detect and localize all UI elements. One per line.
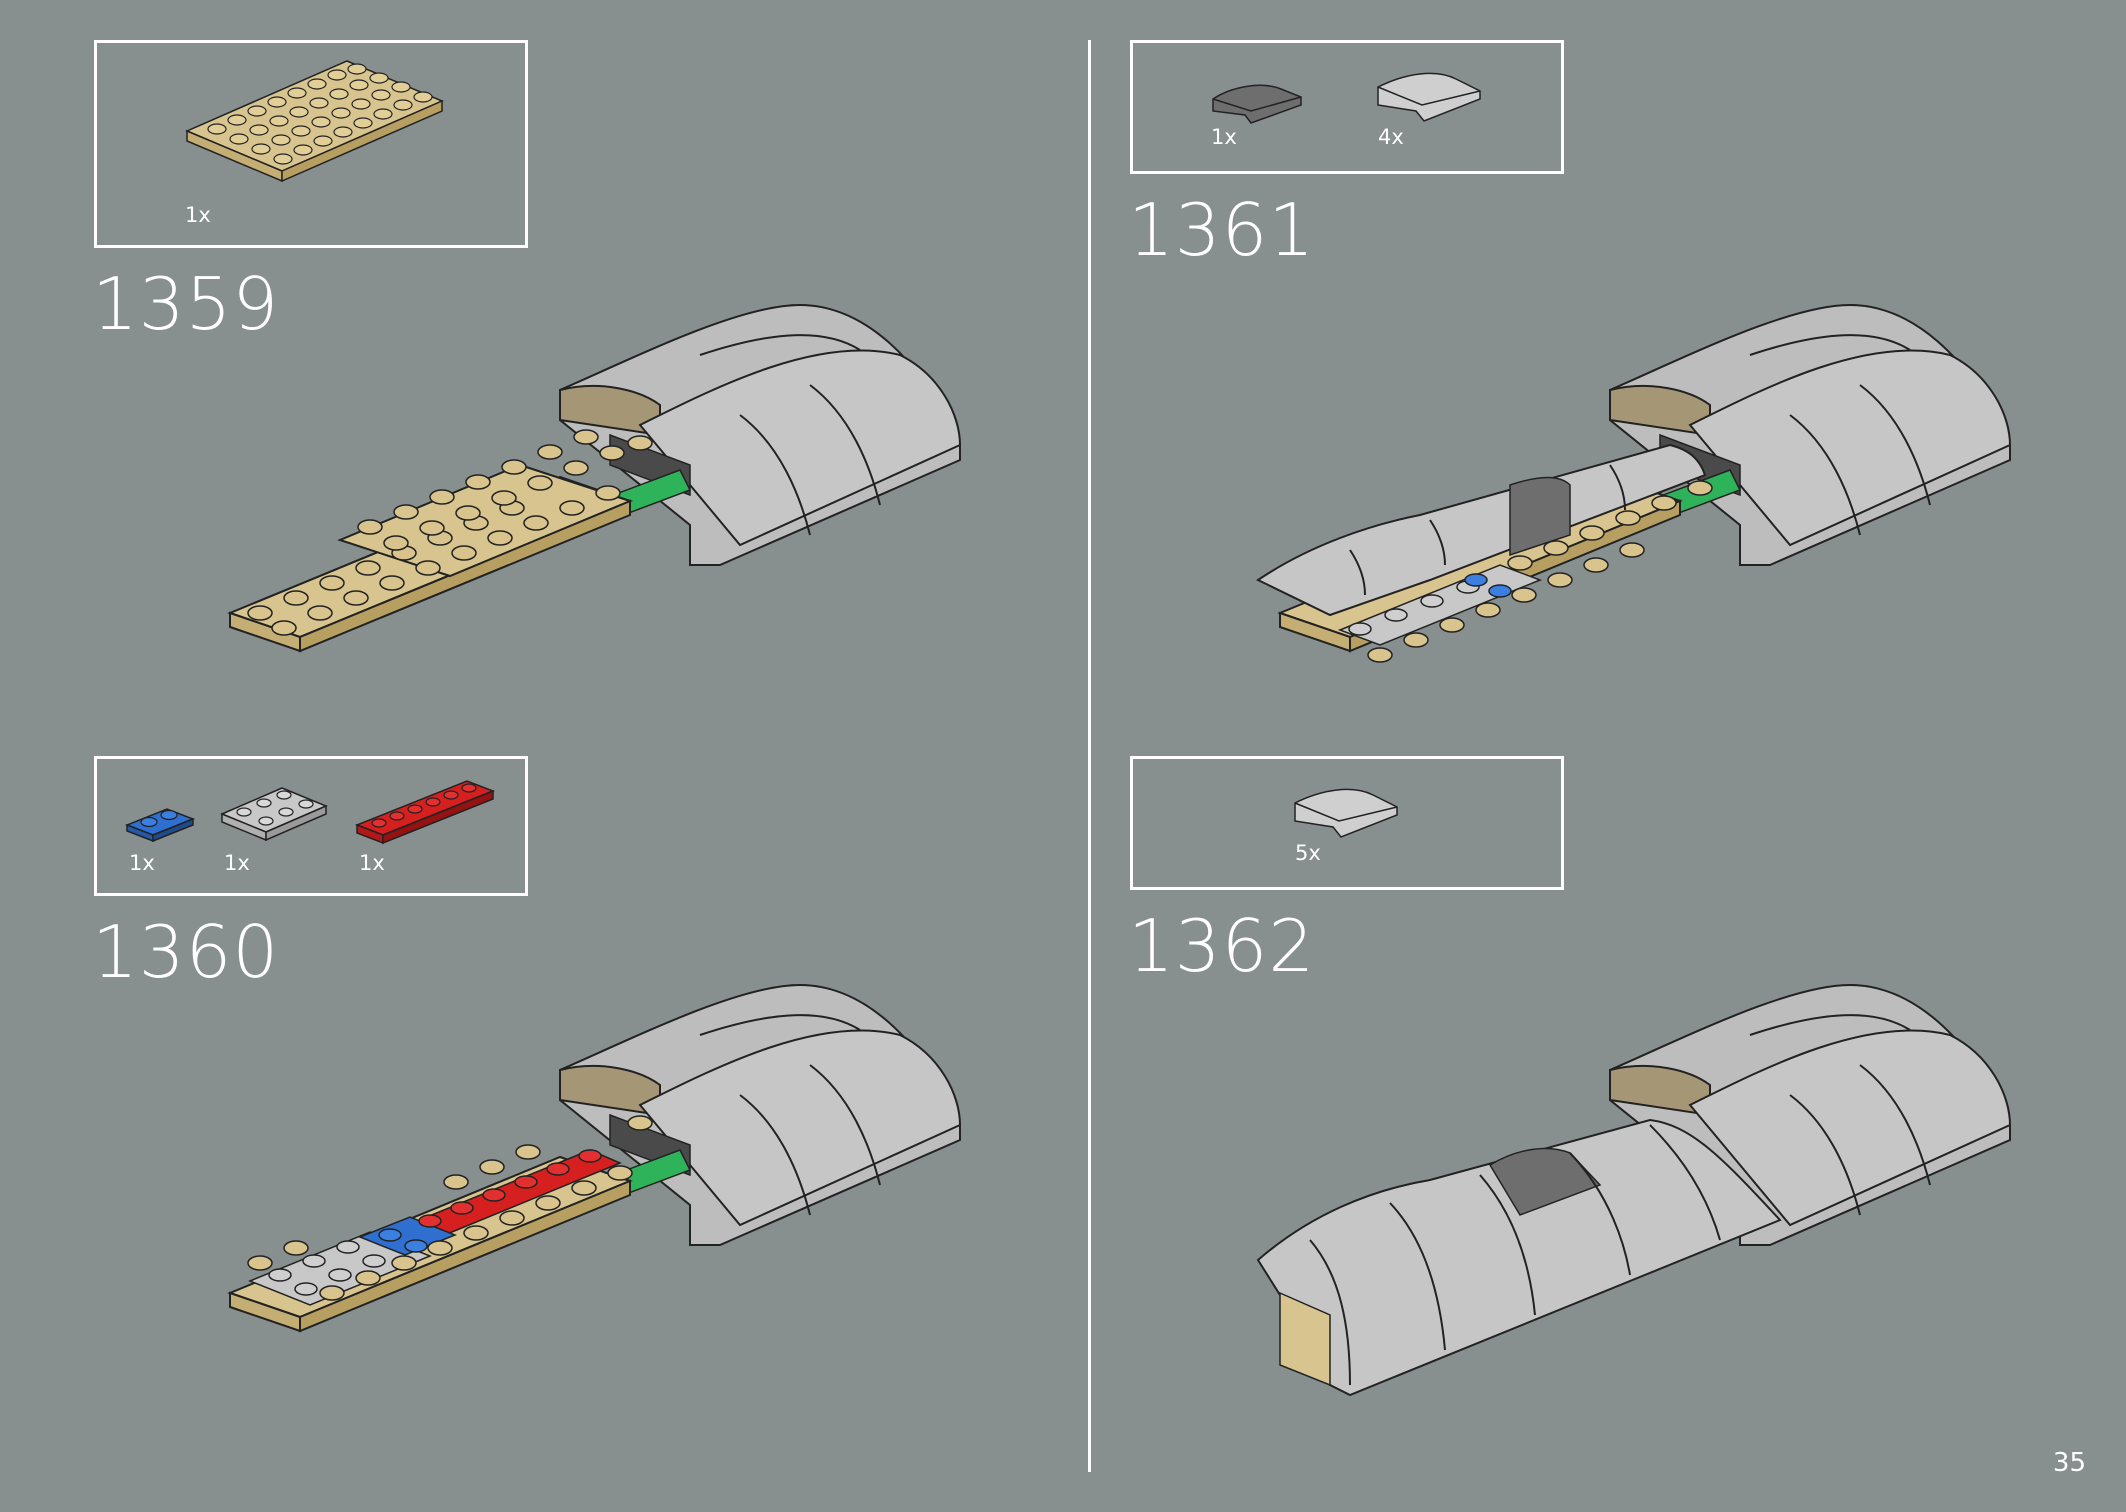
step-number: 1359 bbox=[92, 262, 280, 346]
tan-plate-part bbox=[185, 60, 447, 183]
step-1362-model bbox=[1250, 975, 2030, 1397]
step-1359-model bbox=[220, 295, 980, 715]
step-1359-parts-box: 1x bbox=[94, 40, 528, 248]
part-quantity: 5x bbox=[1295, 841, 1321, 865]
page-number: 35 bbox=[2052, 1448, 2086, 1478]
light-gray-slope-part bbox=[1293, 781, 1403, 845]
step-1362-parts-box: 5x bbox=[1130, 756, 1564, 890]
part-quantity: 1x bbox=[224, 851, 250, 875]
part-quantity: 4x bbox=[1378, 125, 1404, 149]
column-divider bbox=[1088, 40, 1091, 1472]
light-gray-plate-part bbox=[220, 784, 332, 848]
step-1360-model bbox=[220, 975, 980, 1395]
step-number: 1361 bbox=[1128, 188, 1316, 272]
step-1360-parts-box: 1x 1x 1x bbox=[94, 756, 528, 896]
light-gray-slope-part bbox=[1376, 65, 1486, 129]
blue-plate-part bbox=[124, 807, 197, 843]
dark-gray-slope-part bbox=[1211, 77, 1307, 133]
step-1361-model bbox=[1250, 295, 2030, 715]
part-quantity: 1x bbox=[359, 851, 385, 875]
step-number: 1360 bbox=[92, 910, 280, 994]
step-1361-parts-box: 1x 4x bbox=[1130, 40, 1564, 174]
red-plate-part bbox=[354, 779, 497, 849]
part-quantity: 1x bbox=[185, 203, 211, 227]
step-number: 1362 bbox=[1128, 904, 1316, 988]
part-quantity: 1x bbox=[1211, 125, 1237, 149]
part-quantity: 1x bbox=[129, 851, 155, 875]
